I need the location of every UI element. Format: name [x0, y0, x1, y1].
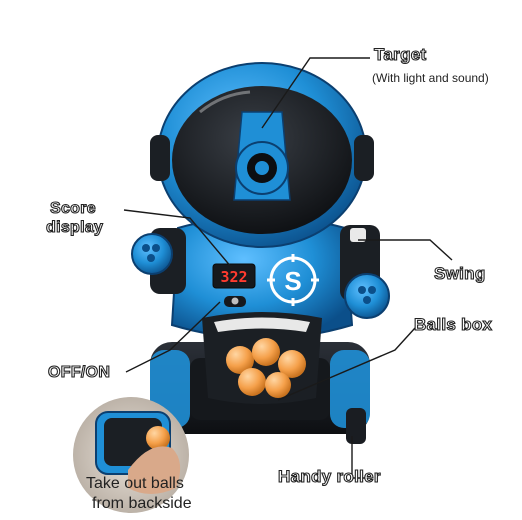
svg-text:S: S — [284, 266, 301, 296]
inset-photo — [73, 397, 189, 513]
score-readout: 322 — [220, 268, 247, 286]
score-label-line2: display — [45, 218, 104, 236]
balls — [226, 338, 306, 398]
target-label: Target — [373, 45, 427, 64]
left-arm — [131, 228, 186, 294]
balls-box-label: Balls box — [413, 315, 493, 334]
target-note: (With light and sound) — [372, 71, 489, 85]
right-arm — [340, 225, 390, 319]
s-emblem-icon: S — [267, 254, 319, 306]
score-display: 322 — [212, 263, 256, 289]
pointer-lines — [123, 57, 453, 479]
handy-roller-part — [346, 408, 366, 444]
score-label-line1: Score — [49, 199, 96, 217]
handy-roller-label: Handy roller — [277, 467, 381, 486]
take-out-label-line1: Take out balls — [86, 475, 184, 492]
target-icon — [233, 111, 291, 201]
robot-head — [150, 62, 374, 248]
take-out-label-line2: from backside — [92, 495, 192, 512]
swing-label: Swing — [433, 264, 486, 283]
off-on-label: OFF/ON — [47, 363, 111, 381]
